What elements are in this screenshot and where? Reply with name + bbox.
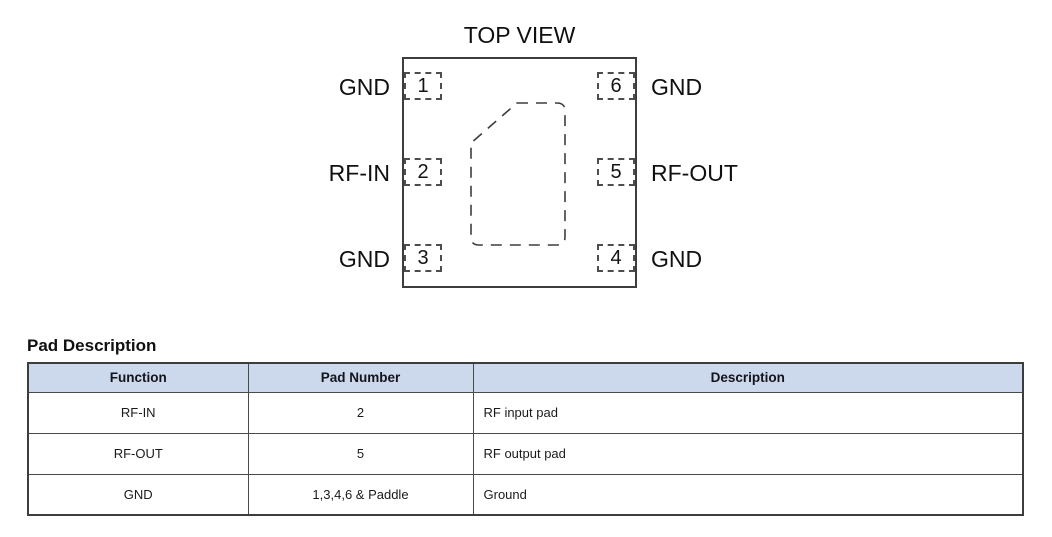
- pad-1: 1: [404, 72, 442, 100]
- pad-3-number: 3: [417, 246, 429, 269]
- pad-4-number: 4: [610, 246, 622, 269]
- table-row: RF-IN 2 RF input pad: [27, 391, 1024, 434]
- pad-4: 4: [597, 244, 635, 272]
- table-row: RF-OUT 5 RF output pad: [27, 432, 1024, 475]
- pad-2-number: 2: [417, 160, 429, 183]
- header-function: Function: [27, 362, 249, 393]
- table-row: GND 1,3,4,6 & Paddle Ground: [27, 473, 1024, 516]
- pin-label-2: RF-IN: [328, 160, 390, 186]
- pin-label-4: GND: [651, 246, 703, 272]
- cell-pad-number: 1,3,4,6 & Paddle: [247, 473, 474, 516]
- pad-5-number: 5: [610, 160, 622, 183]
- cell-function: GND: [27, 473, 249, 516]
- cell-pad-number: 2: [247, 391, 474, 434]
- pin-label-3: GND: [338, 246, 390, 272]
- cell-description: RF output pad: [472, 432, 1024, 475]
- pad-5: 5: [597, 158, 635, 186]
- top-view-title: TOP VIEW: [463, 22, 576, 48]
- pad-2: 2: [404, 158, 442, 186]
- cell-function: RF-IN: [27, 391, 249, 434]
- pin-label-1: GND: [338, 74, 390, 100]
- pad-description-title: Pad Description: [27, 336, 157, 355]
- header-pad-number: Pad Number: [247, 362, 474, 393]
- pad-3: 3: [404, 244, 442, 272]
- cell-description: Ground: [472, 473, 1024, 516]
- pad-1-number: 1: [417, 74, 429, 97]
- pad-6-number: 6: [610, 74, 622, 97]
- cell-function: RF-OUT: [27, 432, 249, 475]
- table-header-row: Function Pad Number Description: [27, 362, 1024, 393]
- pin-label-5: RF-OUT: [651, 160, 738, 186]
- pin-label-6: GND: [651, 74, 703, 100]
- cell-pad-number: 5: [247, 432, 474, 475]
- package-outline: 1 2 3 6 5 4: [402, 57, 637, 288]
- header-description: Description: [472, 362, 1024, 393]
- pad-description-table: Function Pad Number Description RF-IN 2 …: [27, 362, 1024, 516]
- cell-description: RF input pad: [472, 391, 1024, 434]
- pad-6: 6: [597, 72, 635, 100]
- exposed-paddle-outline: [470, 102, 566, 246]
